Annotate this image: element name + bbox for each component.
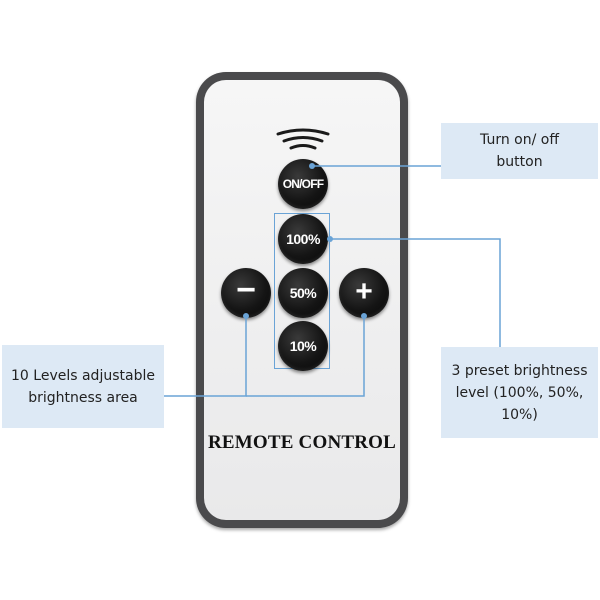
onoff-callout: Turn on/ off button [441,123,598,179]
brightness-up-button[interactable]: + [339,268,389,318]
brightness-10-button[interactable]: 10% [278,321,328,371]
on-off-label: ON/OFF [282,177,324,191]
remote-title: REMOTE CONTROL [207,432,397,453]
brightness-50-label: 50% [289,285,317,301]
brightness-10-label: 10% [289,338,317,354]
levels-callout-line-2: brightness area [28,389,138,406]
brightness-100-label: 100% [286,231,320,247]
brightness-down-button[interactable]: − [221,268,271,318]
brightness-100-button[interactable]: 100% [278,214,328,264]
minus-icon: − [236,271,256,309]
levels-callout-line-1: 10 Levels adjustable [11,367,155,384]
onoff-callout-line-2: button [496,154,543,170]
brightness-50-button[interactable]: 50% [278,268,328,318]
onoff-callout-line-1: Turn on/ off [480,132,559,148]
levels-callout: 10 Levels adjustable brightness area [2,345,164,428]
presets-callout-line-3: 10%) [501,406,538,423]
on-off-button[interactable]: ON/OFF [278,159,328,209]
ir-signal-icon [276,128,330,150]
presets-callout-line-1: 3 preset brightness [451,362,588,379]
presets-callout: 3 preset brightness level (100%, 50%, 10… [441,347,598,438]
plus-icon: + [355,274,373,308]
presets-callout-line-2: level (100%, 50%, [455,384,584,401]
